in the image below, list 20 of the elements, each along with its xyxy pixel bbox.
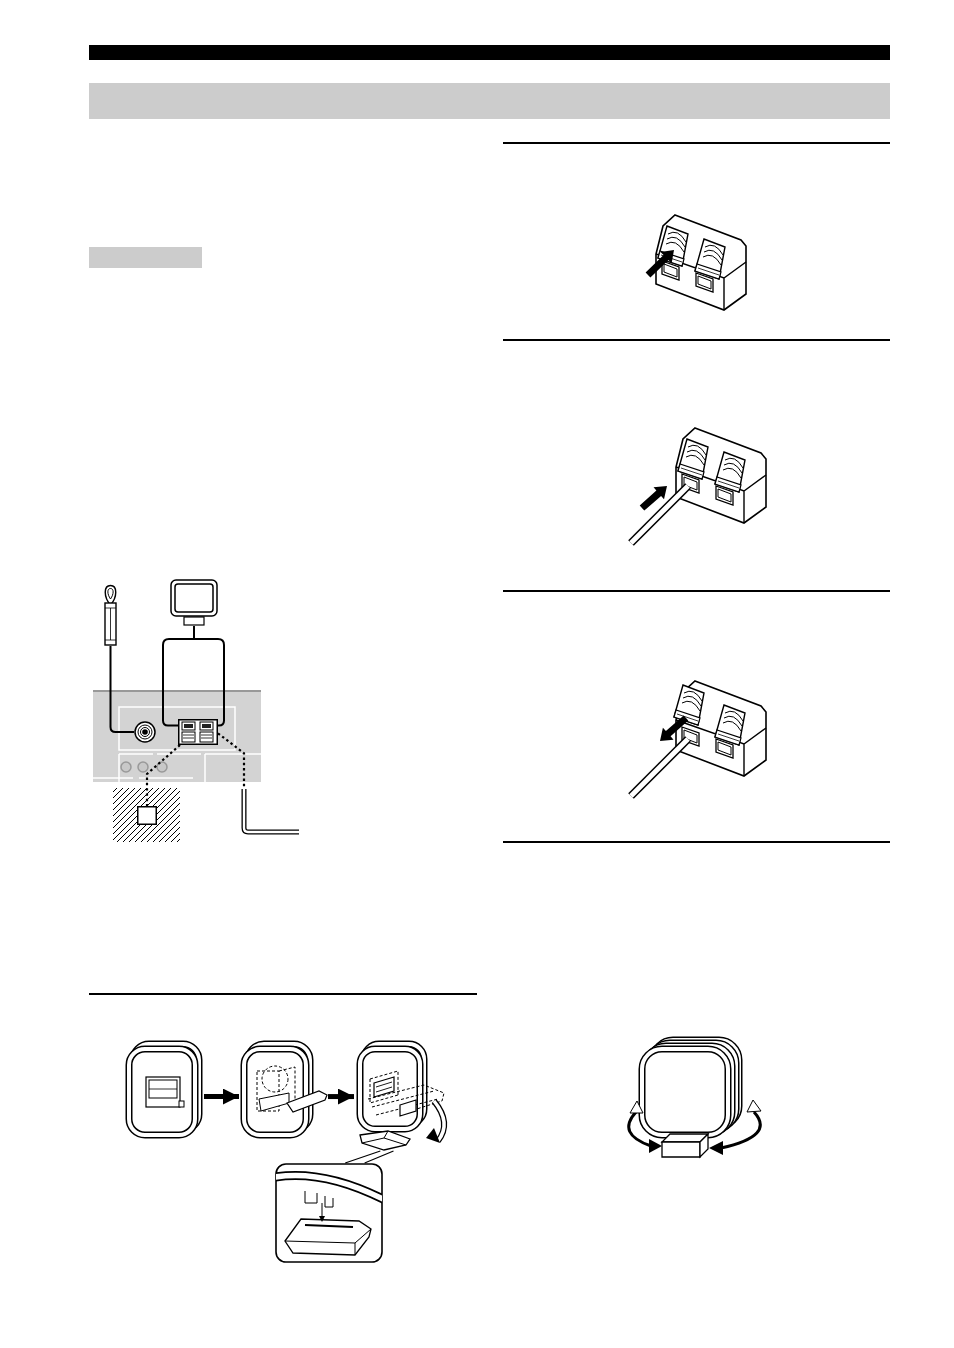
dotted-wire bbox=[145, 744, 181, 806]
loop-antenna-drawing bbox=[170, 579, 218, 626]
loop-antenna-drawing bbox=[239, 1039, 328, 1140]
ground-terminal bbox=[137, 806, 157, 825]
dotted-wire bbox=[217, 732, 246, 789]
heading-band bbox=[89, 83, 890, 119]
loop-antenna-drawing bbox=[354, 1039, 448, 1151]
antenna-terminal bbox=[178, 719, 218, 745]
antenna-cable bbox=[109, 645, 135, 733]
antenna-jack bbox=[134, 721, 156, 743]
arrow bbox=[204, 1088, 239, 1105]
antenna-wire-drawing bbox=[241, 789, 299, 835]
callout-line bbox=[344, 1150, 395, 1164]
note-band bbox=[89, 247, 202, 268]
wire-antenna-drawing bbox=[102, 584, 119, 646]
arrow bbox=[328, 1088, 354, 1105]
antenna-cable bbox=[162, 625, 225, 727]
magnified-inset bbox=[275, 1163, 383, 1263]
rear-panel-drawing bbox=[93, 690, 261, 782]
loop-antenna-drawing bbox=[124, 1039, 204, 1140]
